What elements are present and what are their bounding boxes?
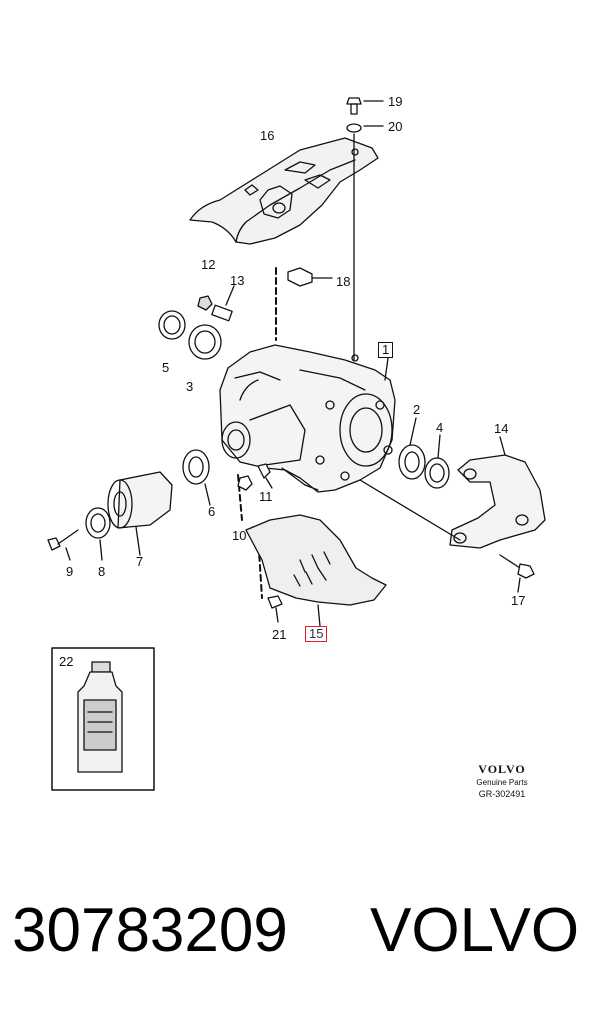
callout-2: 2 — [413, 402, 421, 417]
callout-21: 21 — [272, 627, 287, 642]
exploded-parts-diagram — [47, 97, 546, 791]
heat-shield-part-16 — [189, 137, 379, 245]
callout-5: 5 — [162, 360, 170, 375]
volvo-genuine-parts-mark: VOLVO Genuine Parts GR-302491 — [452, 762, 552, 799]
seal-part-6 — [182, 449, 210, 485]
differential-housing-part-1 — [219, 344, 396, 493]
callout-16: 16 — [260, 128, 275, 143]
callout-22: 22 — [59, 654, 74, 669]
callout-18: 18 — [336, 274, 351, 289]
protective-plate-part-15 — [245, 514, 387, 606]
seal-part-3 — [188, 324, 222, 360]
plug-part-12 — [197, 295, 213, 311]
bolt-part-9 — [47, 529, 79, 561]
nut-part-10 — [237, 475, 253, 491]
callout-19: 19 — [388, 94, 403, 109]
callout-6: 6 — [208, 504, 216, 519]
callout-20: 20 — [388, 119, 403, 134]
washer-part-20 — [346, 123, 362, 133]
bolt-part-21 — [267, 595, 283, 623]
callout-14: 14 — [494, 421, 509, 436]
diagram-reference: GR-302491 — [478, 789, 526, 799]
callout-11: 11 — [259, 489, 273, 504]
callout-12: 12 — [201, 257, 216, 272]
caption-bar: 30783209 VOLVO — [0, 895, 600, 985]
callout-1: 1 — [378, 342, 394, 358]
seal-part-5 — [158, 310, 186, 340]
callout-4: 4 — [436, 420, 444, 435]
bolt-part-17 — [499, 554, 535, 593]
oil-bottle-part-22 — [77, 661, 123, 773]
seal-part-8 — [85, 507, 111, 539]
callout-15-highlighted: 15 — [305, 626, 328, 642]
callout-3: 3 — [186, 379, 194, 394]
seal-part-4 — [424, 457, 450, 489]
flange-part-7 — [107, 471, 173, 529]
callout-7: 7 — [136, 554, 144, 569]
callout-17: 17 — [511, 593, 526, 608]
brand-logo: VOLVO — [478, 762, 526, 776]
callout-10: 10 — [232, 528, 247, 543]
callout-9: 9 — [66, 564, 74, 579]
callout-8: 8 — [98, 564, 106, 579]
bolt-part-19 — [346, 97, 362, 115]
stud-part-13 — [211, 285, 235, 322]
vehicle-make: VOLVO — [370, 896, 580, 965]
bolt-part-18 — [287, 267, 333, 287]
seal-part-2 — [398, 444, 426, 480]
callout-13: 13 — [230, 273, 245, 288]
bolt-part-11 — [257, 463, 273, 489]
brand-subtitle: Genuine Parts — [476, 778, 528, 787]
bracket-part-14 — [449, 454, 546, 549]
part-number: 30783209 — [12, 896, 288, 965]
